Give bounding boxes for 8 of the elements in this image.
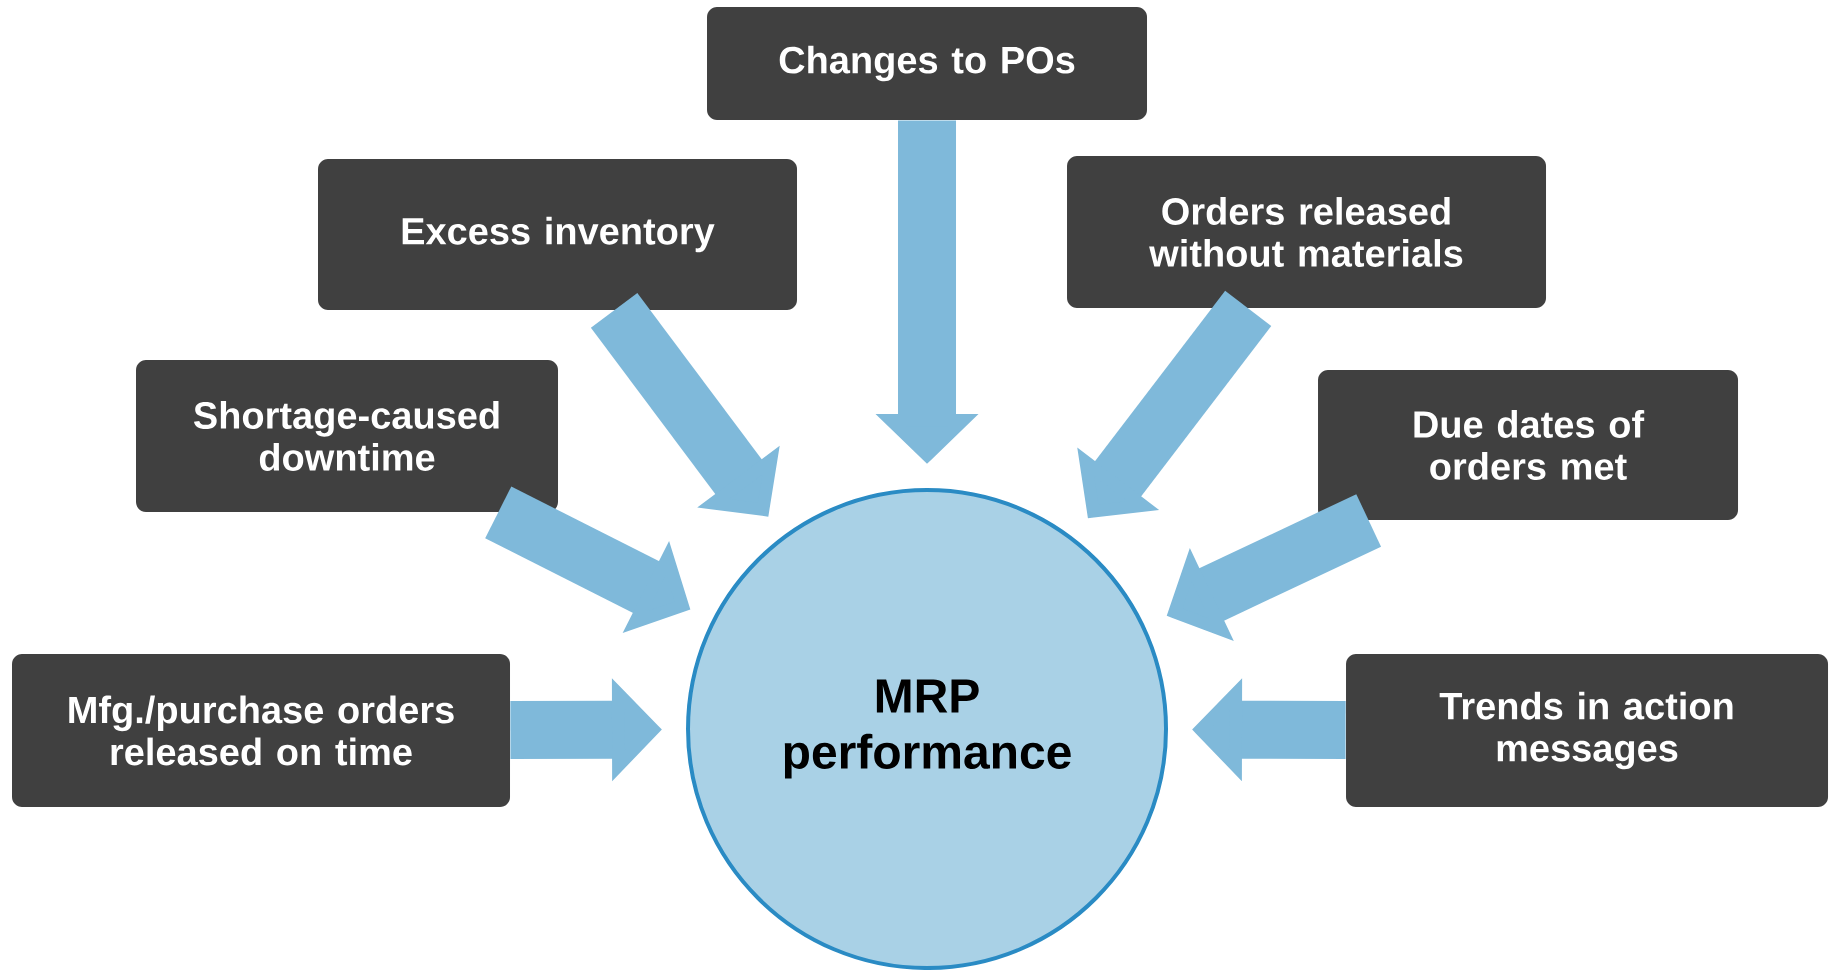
circle-node: MRP performance — [686, 488, 1168, 970]
label-box: Changes to POs — [707, 7, 1147, 120]
label-box: Orders released without materials — [1067, 156, 1546, 308]
label-box: Trends in action messages — [1346, 654, 1828, 807]
label-box: Mfg./purchase orders released on time — [12, 654, 510, 807]
label-box: Shortage-caused downtime — [136, 360, 558, 512]
label-box: Due dates of orders met — [1318, 370, 1738, 520]
label-box: Excess inventory — [318, 159, 797, 310]
